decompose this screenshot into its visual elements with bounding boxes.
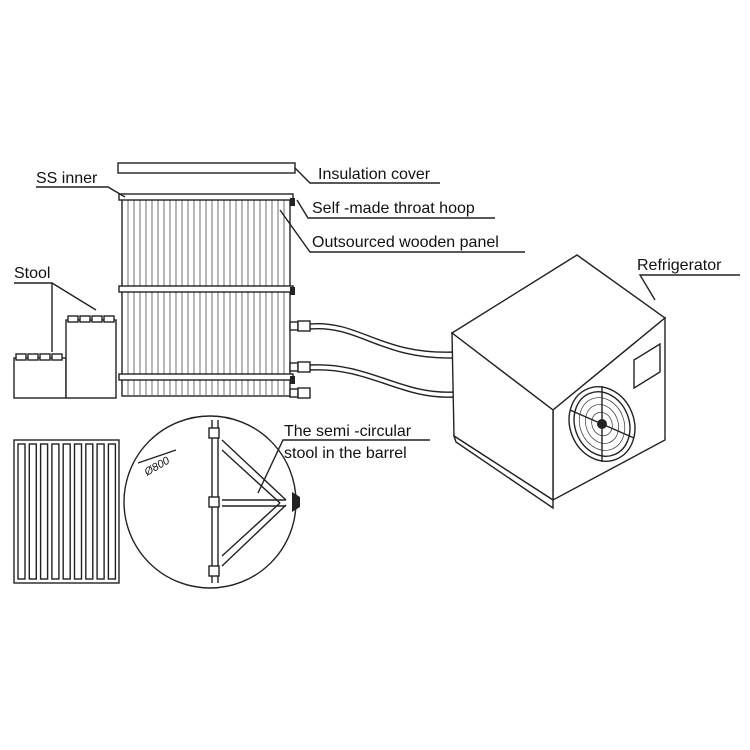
label-ss-inner: SS inner: [36, 170, 98, 187]
insulation-cover: [117, 162, 296, 174]
diameter-label: Ø800: [142, 454, 173, 479]
label-stool: Stool: [14, 265, 50, 282]
label-refrigerator: Refrigerator: [637, 257, 722, 274]
fan-icon: [568, 386, 636, 462]
stool-slat: [39, 443, 49, 580]
label-insulation-cover: Insulation cover: [318, 166, 431, 183]
stool: [13, 315, 117, 399]
stool-top-view: [13, 439, 120, 584]
barrel-tank: [118, 193, 311, 399]
stool-slat: [62, 443, 71, 580]
semi-circular-stool-view: Ø800: [123, 415, 300, 589]
stool-slat: [51, 443, 60, 580]
stool-slat: [73, 443, 83, 580]
stool-slat: [96, 443, 105, 580]
label-semi-circular-line1: The semi -circular: [284, 423, 412, 440]
leader-lines: [14, 167, 740, 494]
pipe-connectors: [289, 320, 311, 399]
stool-slat: [85, 443, 94, 580]
stool-slat: [28, 443, 37, 580]
label-throat-hoop: Self -made throat hoop: [312, 200, 475, 217]
stool-slats: [15, 315, 115, 361]
refrigerator-unit: [450, 254, 667, 510]
labels: Insulation cover SS inner Self -made thr…: [14, 166, 722, 462]
refrigerant-hoses: [309, 323, 456, 398]
label-semi-circular-line2: stool in the barrel: [284, 445, 407, 462]
stool-slat: [17, 443, 26, 580]
barrel-staves: [127, 197, 285, 395]
hoop-fittings: [290, 198, 295, 384]
stool-slat: [107, 443, 117, 580]
label-wooden-panel: Outsourced wooden panel: [312, 234, 499, 251]
